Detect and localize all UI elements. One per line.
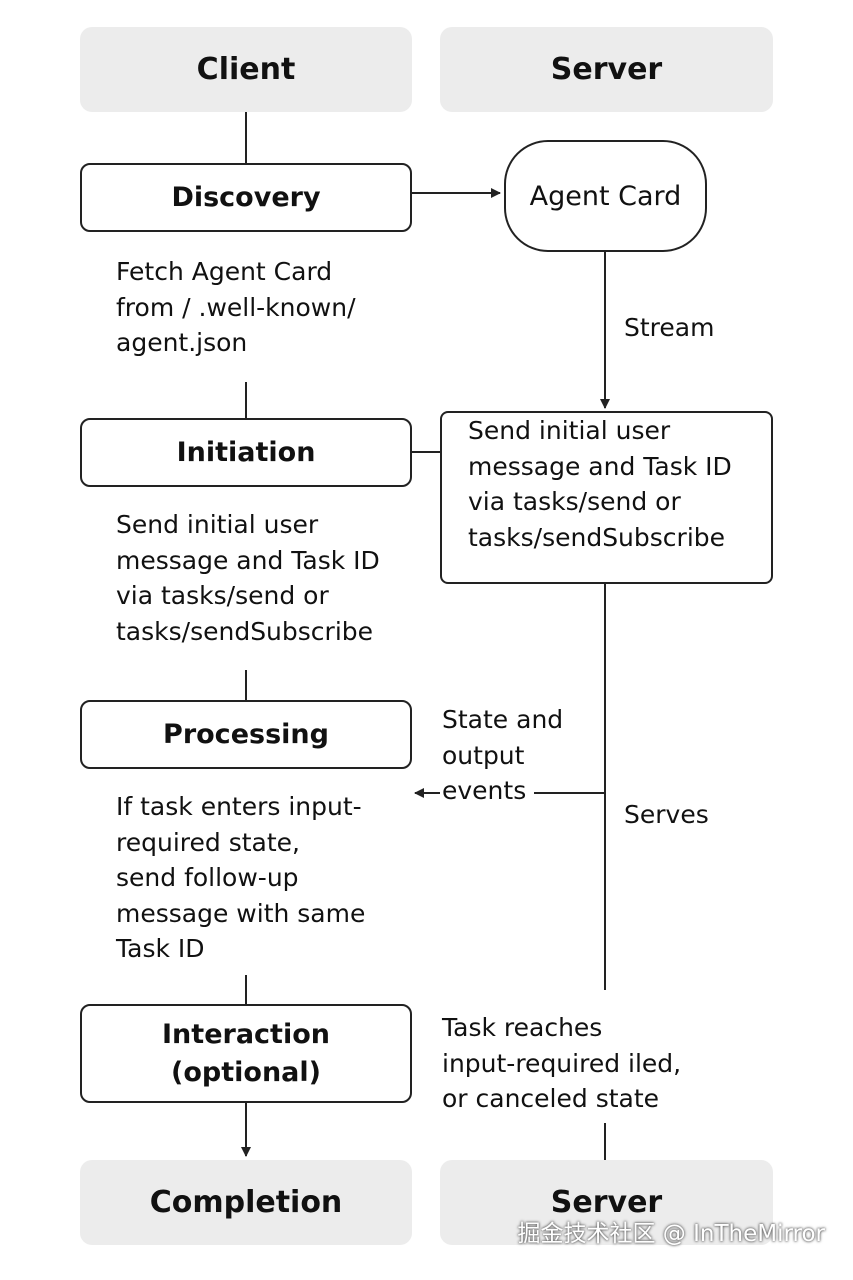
- server-header-bottom: Server: [440, 1160, 773, 1245]
- discovery-note: Fetch Agent Card from / .well-known/ age…: [116, 257, 356, 357]
- initiation-step: Initiation: [80, 418, 412, 487]
- initiation-note: Send initial user message and Task ID vi…: [116, 510, 380, 646]
- discovery-step: Discovery: [80, 163, 412, 232]
- completion-header: Completion: [80, 1160, 412, 1245]
- task-reaches-label: Task reaches input-required iled, or can…: [442, 1013, 682, 1113]
- server-header-top: Server: [440, 27, 773, 112]
- stream-label: Stream: [624, 313, 715, 342]
- client-header: Client: [80, 27, 412, 112]
- serves-label: Serves: [624, 800, 709, 829]
- interaction-step: Interaction (optional): [80, 1004, 412, 1103]
- processing-step: Processing: [80, 700, 412, 769]
- watermark: 掘金技术社区 @ InTheMirror: [517, 1221, 825, 1247]
- agent-card-node: Agent Card: [504, 140, 707, 252]
- processing-note: If task enters input- required state, se…: [116, 792, 366, 963]
- state-events-label: State and output events: [442, 705, 564, 805]
- server-send-box: Send initial user message and Task ID vi…: [440, 411, 773, 584]
